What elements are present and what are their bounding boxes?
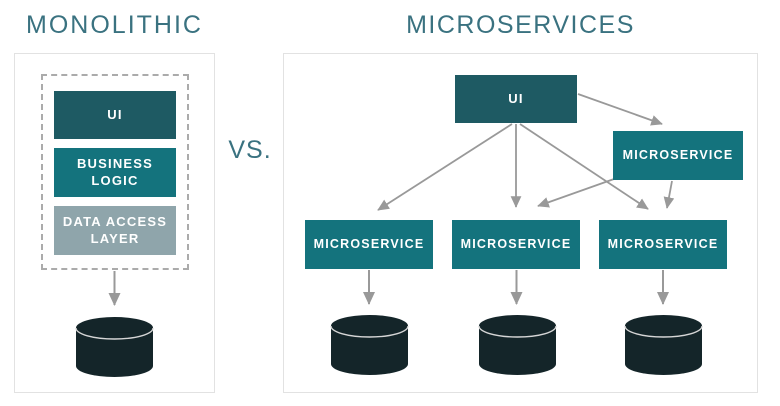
layer-data-access: DATA ACCESS LAYER bbox=[54, 206, 176, 255]
monolithic-panel bbox=[14, 53, 215, 393]
microservice-box-1: MICROSERVICE bbox=[305, 220, 433, 269]
monolith-boundary bbox=[41, 74, 189, 270]
microservice-right-box: MICROSERVICE bbox=[613, 131, 743, 180]
database-icon bbox=[624, 315, 703, 375]
microservices-title: MICROSERVICES bbox=[406, 11, 635, 39]
database-icon bbox=[478, 315, 557, 375]
layer-business-logic-label: BUSINESS LOGIC bbox=[76, 156, 154, 188]
monolithic-title: MONOLITHIC bbox=[26, 11, 203, 39]
layer-business-logic: BUSINESS LOGIC bbox=[54, 148, 176, 197]
layer-ui: UI bbox=[54, 91, 176, 139]
microservice-1-label: MICROSERVICE bbox=[313, 236, 425, 251]
layer-ui-label: UI bbox=[107, 106, 123, 122]
database-icon bbox=[75, 317, 154, 377]
microservice-3-label: MICROSERVICE bbox=[607, 236, 719, 251]
versus-label: VS. bbox=[228, 136, 272, 164]
microservices-ui-label: UI bbox=[508, 90, 524, 106]
microservice-2-label: MICROSERVICE bbox=[460, 236, 572, 251]
microservices-panel bbox=[283, 53, 758, 393]
layer-data-access-label: DATA ACCESS LAYER bbox=[62, 214, 168, 246]
microservice-box-2: MICROSERVICE bbox=[452, 220, 580, 269]
database-icon bbox=[330, 315, 409, 375]
microservice-right-label: MICROSERVICE bbox=[622, 147, 734, 162]
microservice-box-3: MICROSERVICE bbox=[599, 220, 727, 269]
microservices-ui-box: UI bbox=[455, 75, 577, 123]
